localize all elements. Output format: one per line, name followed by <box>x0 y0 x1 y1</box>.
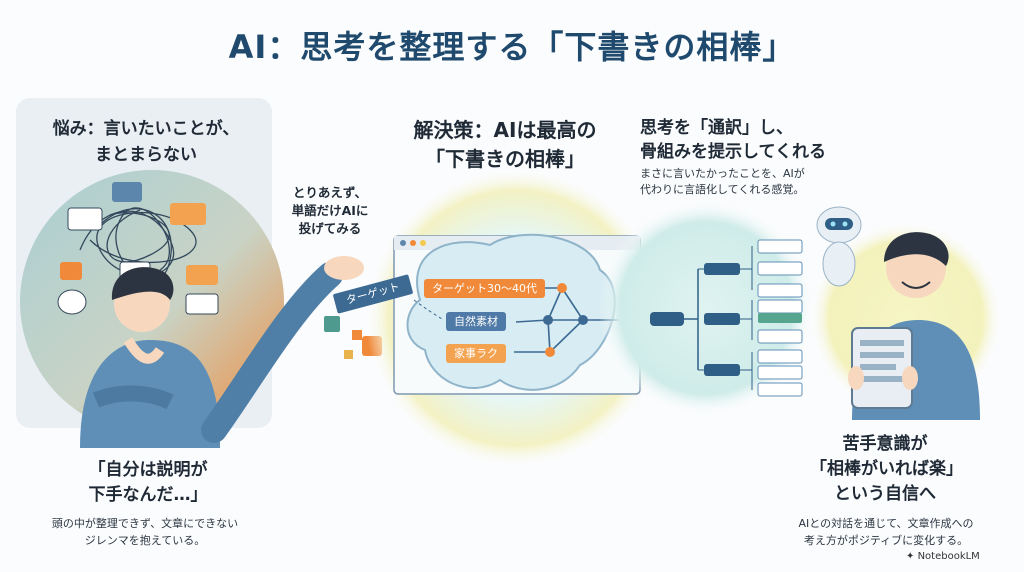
speech-bubbles <box>57 182 219 315</box>
interpret-subtext-line2: 代わりに言語化してくれる感覚。 <box>640 183 805 196</box>
self-doubt-line1: 「自分は説明が <box>88 460 208 480</box>
confidence-heading: 苦手意識が 「相棒がいれば楽」 という自信へ <box>810 432 963 507</box>
interpret-subtext-line1: まさに言いたかったことを、AIが <box>640 167 805 180</box>
interpret-subtext: まさに言いたかったことを、AIが 代わりに言語化してくれる感覚。 <box>640 166 870 198</box>
image-icon <box>324 316 340 332</box>
keyword-chip-natural: 自然素材 <box>446 312 506 331</box>
brand-label: NotebookLM <box>917 551 980 562</box>
interpret-heading-line1: 思考を「通訳」し、 <box>640 118 793 138</box>
confidence-caption: AIとの対話を通じて、文章作成への 考え方がポジティブに変化する。 <box>780 515 992 549</box>
solution-heading-line1: 解決策：AIは最高の <box>413 118 597 142</box>
interpret-heading: 思考を「通訳」し、 骨組みを提示してくれる <box>640 116 880 164</box>
self-doubt-quote: 「自分は説明が 下手なんだ…」 <box>60 458 236 508</box>
action-note-line1: とりあえず、 <box>292 185 368 200</box>
problem-heading: 悩み：言いたいことが、 まとまらない <box>46 116 246 168</box>
action-note: とりあえず、 単語だけAIに 投げてみる <box>282 184 378 238</box>
happy-person <box>848 232 980 420</box>
keyword-chip-housework: 家事ラク <box>446 344 506 363</box>
problem-caption-line2: ジレンマを抱えている。 <box>84 534 206 547</box>
keyword-chip-target: ターゲット30〜40代 <box>424 279 545 298</box>
reaching-arm <box>201 262 343 443</box>
robot-assistant <box>816 206 862 287</box>
confidence-line2: 「相棒がいれば楽」 <box>810 459 963 479</box>
outline-tree <box>650 239 803 397</box>
brand-watermark: ✦ NotebookLM <box>906 551 980 562</box>
confidence-line3: という自信へ <box>834 484 936 504</box>
solution-heading-line2: 「下書きの相棒」 <box>425 147 585 171</box>
action-note-line2: 単語だけAIに <box>291 203 369 218</box>
problem-heading-line2: まとまらない <box>95 145 197 165</box>
problem-heading-line1: 悩み：言いたいことが、 <box>52 119 240 139</box>
confidence-caption-line2: 考え方がポジティブに変化する。 <box>803 534 969 547</box>
confidence-line1: 苦手意識が <box>842 434 928 454</box>
problem-caption: 頭の中が整理できず、文章にできない ジレンマを抱えている。 <box>32 515 258 549</box>
worried-person <box>80 267 220 448</box>
confidence-caption-line1: AIとの対話を通じて、文章作成への <box>798 517 974 530</box>
interpret-heading-line2: 骨組みを提示してくれる <box>640 142 826 162</box>
solution-heading: 解決策：AIは最高の 「下書きの相棒」 <box>392 116 618 174</box>
problem-caption-line1: 頭の中が整理できず、文章にできない <box>51 517 239 530</box>
action-note-line3: 投げてみる <box>298 221 362 236</box>
page-title: AI：思考を整理する「下書きの相棒」 <box>228 28 796 66</box>
brand-icon: ✦ <box>906 551 918 562</box>
self-doubt-line2: 下手なんだ…」 <box>88 485 208 505</box>
